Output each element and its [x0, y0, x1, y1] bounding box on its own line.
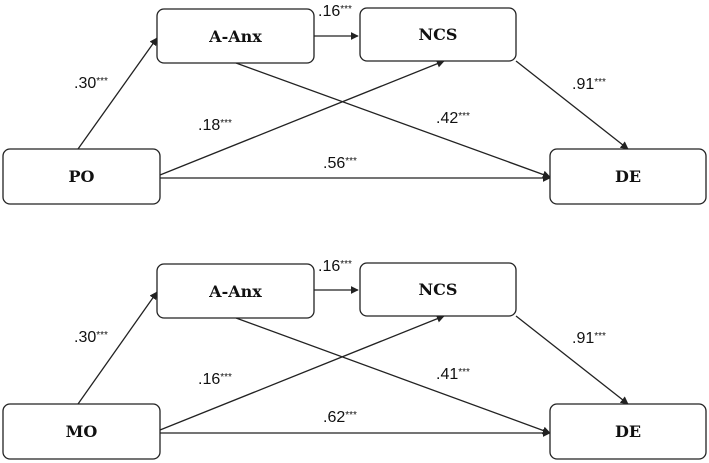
- panel-top: PO A-Anx NCS DE .30*** .16*** .18*** .42…: [2, 3, 707, 205]
- coef-mo-to-de: .62***: [323, 409, 357, 426]
- coef-a-anx-to-de: .42***: [436, 110, 470, 127]
- node-ncs-2: NCS: [359, 262, 517, 317]
- edge-ncs-to-de-2: [515, 315, 629, 405]
- edge-mo-to-a-anx: [77, 291, 158, 405]
- edge-a-anx-to-de-2: [235, 317, 551, 435]
- coef-ncs-to-de: .91***: [572, 76, 606, 93]
- edge-ncs-to-de: [515, 60, 629, 150]
- coef-a-anx-to-ncs-2: .16***: [318, 258, 352, 275]
- node-mo: MO: [2, 403, 161, 460]
- node-ncs-2-label: NCS: [419, 280, 458, 299]
- node-po: PO: [2, 148, 161, 205]
- node-de-2: DE: [549, 403, 707, 460]
- node-mo-label: MO: [66, 422, 98, 441]
- node-a-anx-2: A-Anx: [156, 263, 315, 319]
- node-ncs: NCS: [359, 7, 517, 62]
- node-de: DE: [549, 148, 707, 205]
- coef-a-anx-to-de-2: .41***: [436, 366, 470, 383]
- node-po-label: PO: [69, 167, 95, 186]
- node-a-anx-label: A-Anx: [208, 27, 262, 46]
- node-de-label: DE: [615, 167, 641, 186]
- node-a-anx-2-label: A-Anx: [208, 282, 262, 301]
- edge-mo-to-ncs: [159, 314, 445, 431]
- coef-po-to-ncs: .18***: [198, 117, 232, 134]
- coef-mo-to-a-anx: .30***: [74, 329, 108, 346]
- panel-bottom: MO A-Anx NCS DE .30*** .16*** .16*** .41…: [2, 258, 707, 460]
- coef-mo-to-ncs: .16***: [198, 371, 232, 388]
- coef-po-to-a-anx: .30***: [74, 75, 108, 92]
- edge-po-to-ncs: [159, 59, 445, 176]
- node-a-anx: A-Anx: [156, 8, 315, 64]
- edge-po-to-a-anx: [77, 37, 158, 150]
- coef-ncs-to-de-2: .91***: [572, 330, 606, 347]
- coef-a-anx-to-ncs: .16***: [318, 3, 352, 20]
- node-ncs-label: NCS: [419, 25, 458, 44]
- edge-a-anx-to-de: [235, 62, 551, 179]
- coef-po-to-de: .56***: [323, 155, 357, 172]
- node-de-2-label: DE: [615, 422, 641, 441]
